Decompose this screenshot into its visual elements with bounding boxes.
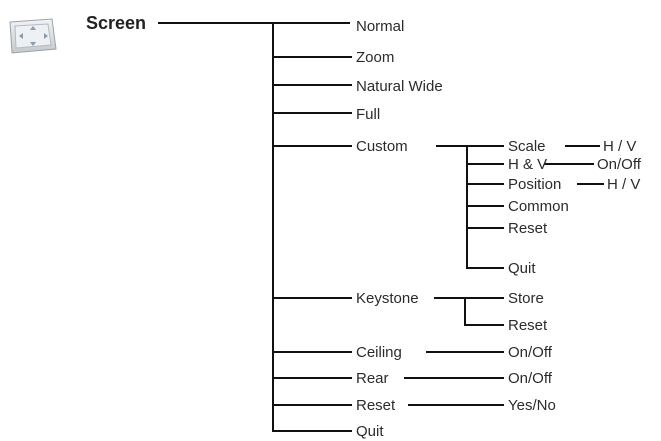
item-custom: Custom [356,138,408,155]
item-zoom: Zoom [356,49,395,66]
rear-value: On/Off [508,370,552,387]
ceiling-value: On/Off [508,344,552,361]
item-reset: Reset [356,397,396,414]
custom-item-quit: Quit [508,260,536,277]
reset-value: Yes/No [508,397,556,414]
item-natural-wide: Natural Wide [356,78,443,95]
item-rear: Rear [356,370,389,387]
custom-item-position: Position [508,176,562,193]
item-full: Full [356,106,381,123]
scale-value: H / V [603,138,637,155]
keystone-item-reset: Reset [508,317,548,334]
custom-item-hv: H & V [508,156,548,173]
item-ceiling: Ceiling [356,344,402,361]
custom-item-scale: Scale [508,138,546,155]
item-quit: Quit [356,423,384,440]
item-keystone: Keystone [356,290,419,307]
hv-value: On/Off [597,156,641,173]
custom-item-common: Common [508,198,569,215]
screen-resize-icon [7,18,57,54]
menu-title: Screen [86,13,147,33]
keystone-item-store: Store [508,290,544,307]
custom-item-reset: Reset [508,220,548,237]
item-normal: Normal [356,18,405,35]
position-value: H / V [607,176,641,193]
